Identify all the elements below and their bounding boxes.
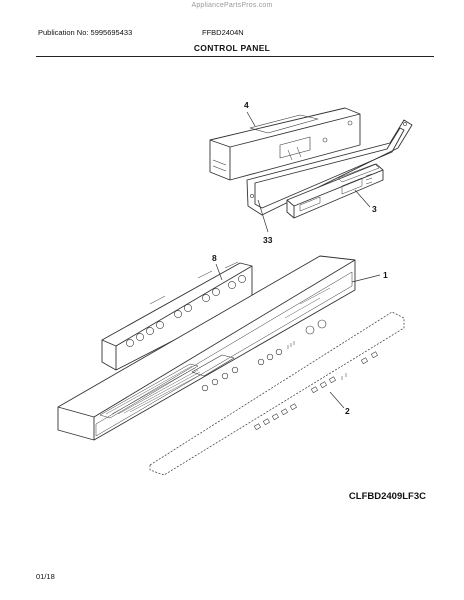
callout-8: 8 [212, 253, 217, 263]
control-board-part [286, 163, 384, 219]
section-title: CONTROL PANEL [193, 43, 271, 53]
callout-leaders [215, 111, 381, 409]
callout-2: 2 [345, 406, 350, 416]
callout-3: 3 [372, 204, 377, 214]
page-number: 01/18 [36, 572, 55, 581]
callout-1: 1 [383, 270, 388, 280]
overlay-part [149, 311, 405, 476]
model-number: FFBD2404N [202, 28, 244, 37]
callout-33: 33 [263, 235, 273, 245]
console-part [57, 255, 356, 441]
callout-4: 4 [244, 100, 249, 110]
cover-housing-part [209, 107, 361, 181]
drawing-code: CLFBD2409LF3C [348, 491, 426, 502]
gasket-frame-part [246, 119, 413, 216]
watermark-text: AppliancePartsPros.com [191, 2, 273, 9]
header-divider [36, 56, 434, 57]
publication-number: Publication No: 5995695433 [38, 28, 133, 37]
